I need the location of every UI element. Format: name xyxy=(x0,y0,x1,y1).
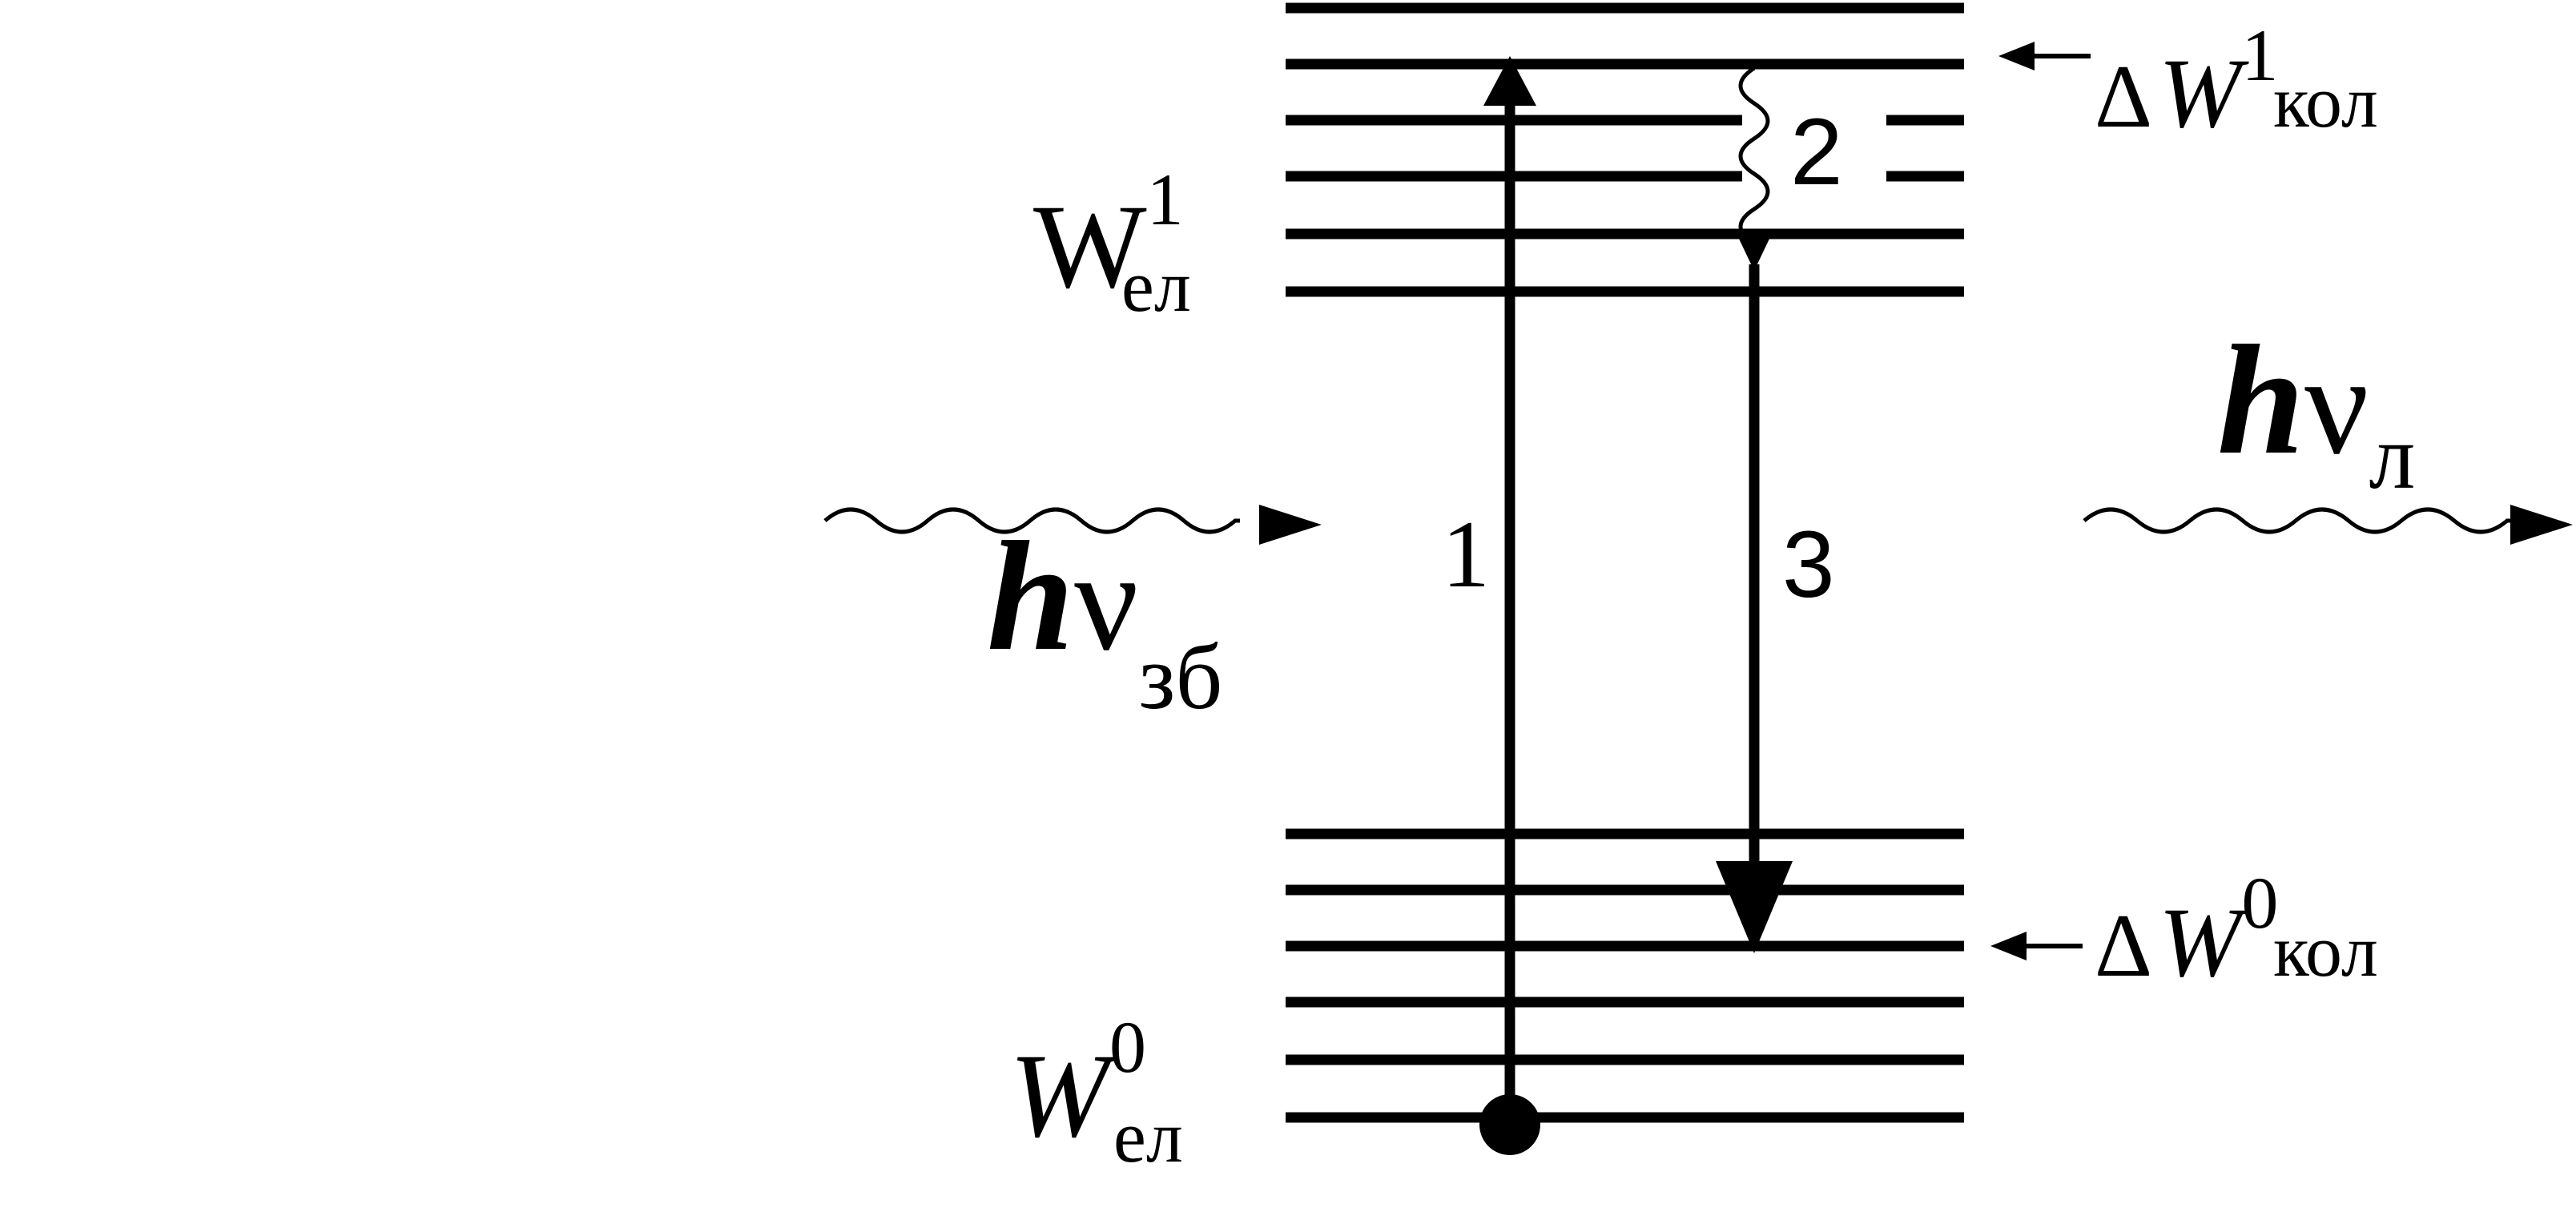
emission-arrow xyxy=(1716,264,1793,953)
upper-vib-symbol: W xyxy=(2159,38,2249,148)
emitted-wavy-line xyxy=(2083,507,2515,534)
emission-arrowhead xyxy=(1716,861,1793,953)
upper-vib-delta: Δ xyxy=(2095,47,2152,147)
emitted-photon-h: h xyxy=(2217,313,2304,487)
emitted-photon-subscript: л xyxy=(2369,406,2416,509)
upper-vib-pointer xyxy=(1998,42,2091,70)
excitation-arrowhead xyxy=(1259,505,1322,545)
relaxation-arrowhead xyxy=(1738,237,1770,271)
upper-state-superscript: 1 xyxy=(1147,159,1184,240)
emitted-photon-nu: ν xyxy=(2304,325,2369,484)
emitted-photon-label: hνл xyxy=(2217,313,2415,509)
excitation-photon-nu: ν xyxy=(1074,521,1138,680)
excitation-photon-label: hνзб xyxy=(987,509,1222,729)
lower-state-superscript: 0 xyxy=(1109,1006,1146,1088)
lower-vib-subscript: кол xyxy=(2273,910,2378,992)
transition-1-label: 1 xyxy=(1442,501,1490,607)
lower-state-subscript: ел xyxy=(1113,1096,1183,1178)
upper-vib-pointer-head xyxy=(1998,42,2035,70)
lower-vib-delta: Δ xyxy=(2095,896,2152,996)
lower-vib-symbol: W xyxy=(2159,888,2249,997)
lower-state-symbol: W xyxy=(1009,1029,1119,1162)
absorption-arrow xyxy=(1479,56,1540,1155)
relaxation-arrow xyxy=(1738,66,1770,271)
excitation-photon-h: h xyxy=(987,509,1074,683)
transition-2-label: 2 xyxy=(1790,99,1843,205)
excitation-wavy-line xyxy=(823,507,1240,534)
transition-3-label: 3 xyxy=(1782,512,1835,618)
excitation-photon-subscript: зб xyxy=(1139,626,1223,729)
lower-state-levels xyxy=(1286,828,1964,1123)
emitted-photon-wave xyxy=(2083,505,2573,545)
upper-state-levels xyxy=(1286,2,1964,297)
excitation-photon-wave xyxy=(823,505,1322,545)
relaxation-wavy-line xyxy=(1738,66,1770,247)
lower-vib-pointer xyxy=(1990,932,2083,960)
absorption-arrowhead xyxy=(1483,56,1536,106)
emitted-arrowhead xyxy=(2510,505,2573,545)
ground-state-dot xyxy=(1479,1094,1540,1155)
lower-vib-superscript: 0 xyxy=(2241,862,2278,944)
upper-state-subscript: ел xyxy=(1121,245,1191,327)
upper-vib-superscript: 1 xyxy=(2241,14,2278,96)
upper-state-symbol: W xyxy=(1033,180,1147,313)
upper-vib-subscript: кол xyxy=(2273,61,2378,143)
lower-vib-pointer-head xyxy=(1990,932,2027,960)
